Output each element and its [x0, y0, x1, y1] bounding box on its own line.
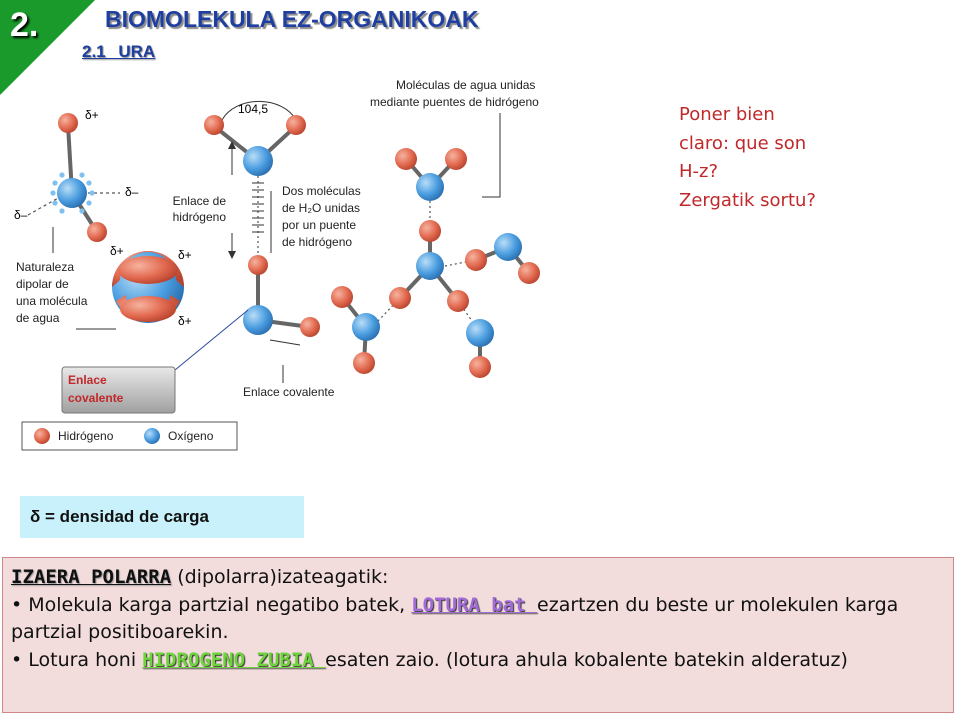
slide-number: 2.	[10, 6, 39, 44]
covalent-bond-button[interactable]: Enlace covalente	[61, 366, 176, 414]
legend-oxygen: Oxígeno	[168, 429, 214, 443]
svg-text:Naturaleza: Naturaleza	[16, 260, 74, 274]
dipolar-molecule: δ+ δ– δ– δ+	[14, 108, 139, 258]
legend-hydrogen: Hidrógeno	[58, 429, 114, 443]
explanation-box: IZAERA POLARRA (dipolarra)izateagatik: •…	[2, 557, 954, 713]
two-molecules-caption: Dos moléculas de H₂O unidas por un puent…	[282, 184, 361, 249]
svg-text:hidrógeno: hidrógeno	[173, 210, 227, 224]
hbond-caption: Enlace de hidrógeno	[173, 194, 227, 224]
svg-text:covalente: covalente	[68, 391, 124, 405]
delta-plus-label: δ+	[178, 314, 192, 328]
bullet-2: • Lotura honi HIDROGENO ZUBIA esaten zai…	[11, 648, 848, 671]
section-subtitle: 2.1 URA	[82, 42, 156, 61]
svg-text:de agua: de agua	[16, 311, 60, 325]
polarity-heading: IZAERA POLARRA	[11, 566, 172, 588]
svg-text:mediante puentes de hidrógeno: mediante puentes de hidrógeno	[370, 95, 539, 109]
delta-minus-label: δ–	[14, 208, 28, 222]
svg-text:dipolar de: dipolar de	[16, 277, 69, 291]
svg-text:Dos moléculas: Dos moléculas	[282, 184, 361, 198]
network-caption: Moléculas de agua unidas mediante puente…	[370, 78, 539, 109]
page-title: BIOMOLEKULA EZ-ORGANIKOAK	[105, 6, 479, 32]
delta-plus-label: δ+	[110, 244, 124, 258]
delta-plus-label: δ+	[85, 108, 99, 122]
atom-legend: Hidrógeno Oxígeno	[21, 421, 238, 451]
space-filling-molecule: δ+ δ+	[112, 248, 192, 328]
svg-text:de H₂O unidas: de H₂O unidas	[282, 201, 360, 215]
corner-triangle	[0, 0, 95, 95]
delta-minus-label: δ–	[125, 185, 139, 199]
water-network	[331, 148, 540, 378]
svg-text:Enlace: Enlace	[68, 373, 107, 387]
teacher-note: Poner bien claro: que son H-z? Zergatik …	[679, 104, 816, 211]
svg-text:una molécula: una molécula	[16, 294, 88, 308]
delta-plus-label: δ+	[178, 248, 192, 262]
svg-text:por un puente: por un puente	[282, 218, 356, 232]
water-molecules-figure: δ+ δ– δ– δ+ Naturaleza dipolar de una mo…	[14, 78, 540, 451]
dipole-caption: Naturaleza dipolar de una molécula de ag…	[16, 260, 88, 325]
hydrogen-bonded-pair: 104,5	[204, 100, 320, 383]
bullet-1: • Molekula karga partzial negatibo batek…	[11, 593, 899, 644]
svg-text:Moléculas de agua unidas: Moléculas de agua unidas	[396, 78, 535, 92]
svg-text:Enlace de: Enlace de	[173, 194, 227, 208]
delta-legend: δ = densidad de carga	[20, 496, 304, 538]
angle-label: 104,5	[238, 102, 268, 116]
covalent-caption: Enlace covalente	[243, 385, 335, 399]
svg-text:de hidrógeno: de hidrógeno	[282, 235, 352, 249]
